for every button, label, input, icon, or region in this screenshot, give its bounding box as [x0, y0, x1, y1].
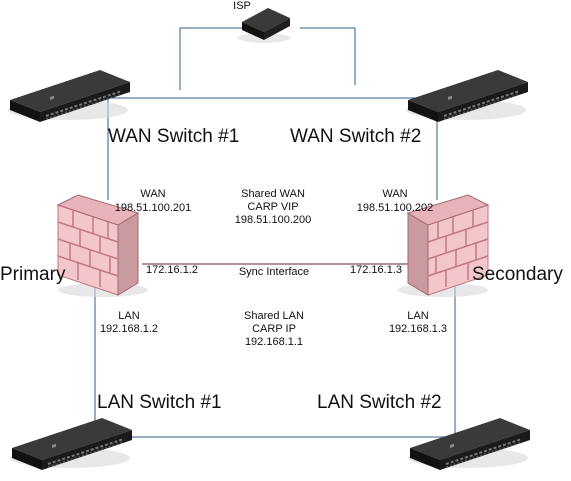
wan-switch-1-label: WAN Switch #1: [108, 126, 240, 147]
lan-links: [94, 278, 456, 438]
secondary-lan-title: LAN: [407, 310, 429, 322]
lan-switch-1-icon: [9, 417, 133, 471]
shared-wan-line2: CARP VIP: [247, 201, 299, 213]
shared-lan-line1: Shared LAN: [244, 310, 304, 322]
wan-links: [107, 27, 438, 200]
wan-switch-2-icon: [405, 69, 529, 123]
isp-label: ISP: [233, 0, 251, 12]
shared-lan-line2: CARP IP: [252, 323, 296, 335]
sync-interface-label: Sync Interface: [238, 266, 310, 278]
shared-wan-line1: Shared WAN: [241, 188, 305, 200]
wan-switch-2-label: WAN Switch #2: [290, 126, 422, 147]
primary-label: Primary: [0, 264, 66, 285]
secondary-label: Secondary: [472, 264, 563, 285]
isp-router-icon: [238, 8, 290, 43]
lan-switch-2-icon: [407, 417, 531, 471]
shared-lan-ip: 192.168.1.1: [244, 336, 304, 348]
wan-switch-1-icon: [7, 69, 131, 123]
primary-wan-ip: 198.51.100.201: [114, 202, 192, 214]
lan-switch-2-label: LAN Switch #2: [317, 392, 442, 413]
primary-wan-title: WAN: [140, 188, 166, 200]
primary-sync-ip: 172.16.1.2: [146, 264, 198, 276]
primary-lan-ip: 192.168.1.2: [99, 323, 159, 335]
shared-wan-vip: 198.51.100.200: [234, 214, 312, 226]
secondary-wan-ip: 198.51.100.202: [356, 202, 434, 214]
primary-lan-title: LAN: [118, 310, 140, 322]
lan-switch-1-label: LAN Switch #1: [97, 392, 222, 413]
secondary-sync-ip: 172.16.1.3: [350, 264, 402, 276]
secondary-wan-title: WAN: [382, 188, 408, 200]
secondary-lan-ip: 192.168.1.3: [388, 323, 448, 335]
